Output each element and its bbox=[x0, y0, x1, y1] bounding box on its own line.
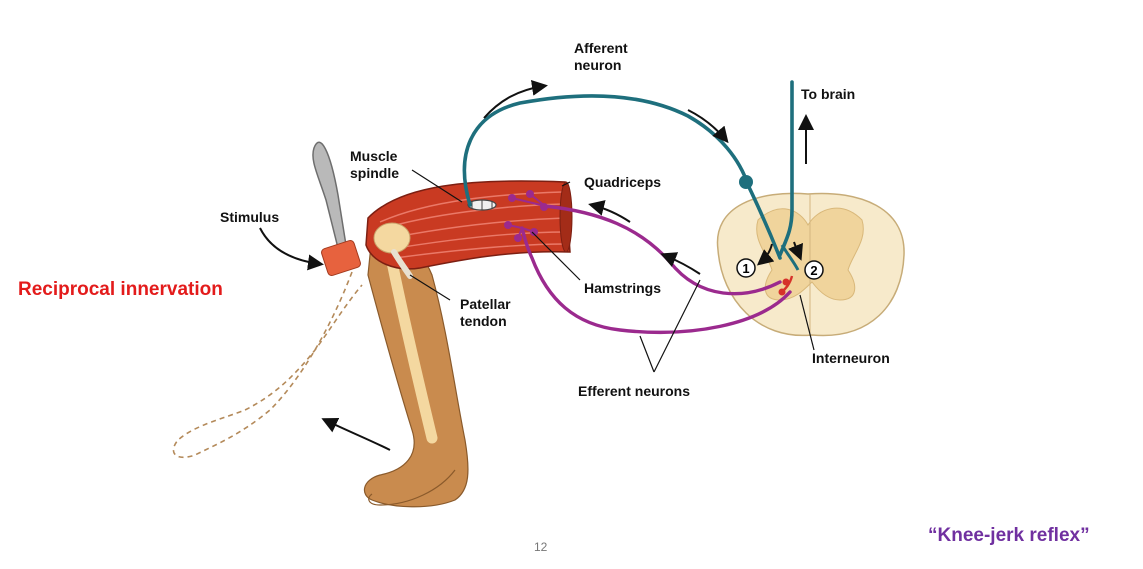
to-brain-label: To brain bbox=[801, 86, 856, 102]
synapse-2-marker: 2 bbox=[804, 260, 824, 280]
efferent-neuron-hamstrings bbox=[520, 226, 792, 334]
leg-rest-outline bbox=[172, 271, 363, 459]
synapse-1-marker: 1 bbox=[736, 258, 756, 278]
flow-arrows bbox=[259, 79, 814, 451]
interneuron-label: Interneuron bbox=[812, 350, 890, 366]
patella bbox=[373, 222, 411, 254]
reciprocal-innervation-note: Reciprocal innervation bbox=[18, 279, 223, 300]
slide-title: “Knee-jerk reflex” bbox=[928, 525, 1090, 546]
foot bbox=[368, 469, 456, 506]
leader-lines bbox=[409, 169, 815, 373]
page-number: 12 bbox=[534, 540, 548, 554]
reflex-hammer-icon bbox=[312, 141, 361, 277]
quadriceps-label: Quadriceps bbox=[584, 174, 662, 190]
svg-text:2: 2 bbox=[810, 263, 817, 278]
patellar-tendon bbox=[391, 249, 413, 279]
hamstrings-label: Hamstrings bbox=[584, 280, 662, 296]
interneuron bbox=[778, 275, 794, 296]
thigh bbox=[365, 180, 571, 270]
afferent-cell-body bbox=[739, 175, 753, 189]
muscle-spindle bbox=[467, 199, 497, 211]
stimulus-label: Stimulus bbox=[220, 209, 280, 225]
svg-text:1: 1 bbox=[742, 261, 749, 276]
ascending-fiber-to-brain bbox=[778, 80, 794, 257]
efferent-neurons-label: Efferent neurons bbox=[578, 383, 691, 399]
afferent-neuron-fiber bbox=[462, 94, 782, 260]
motor-end-plates bbox=[504, 190, 548, 242]
thigh-end-cut bbox=[559, 181, 573, 253]
tibia-bone bbox=[386, 256, 438, 444]
